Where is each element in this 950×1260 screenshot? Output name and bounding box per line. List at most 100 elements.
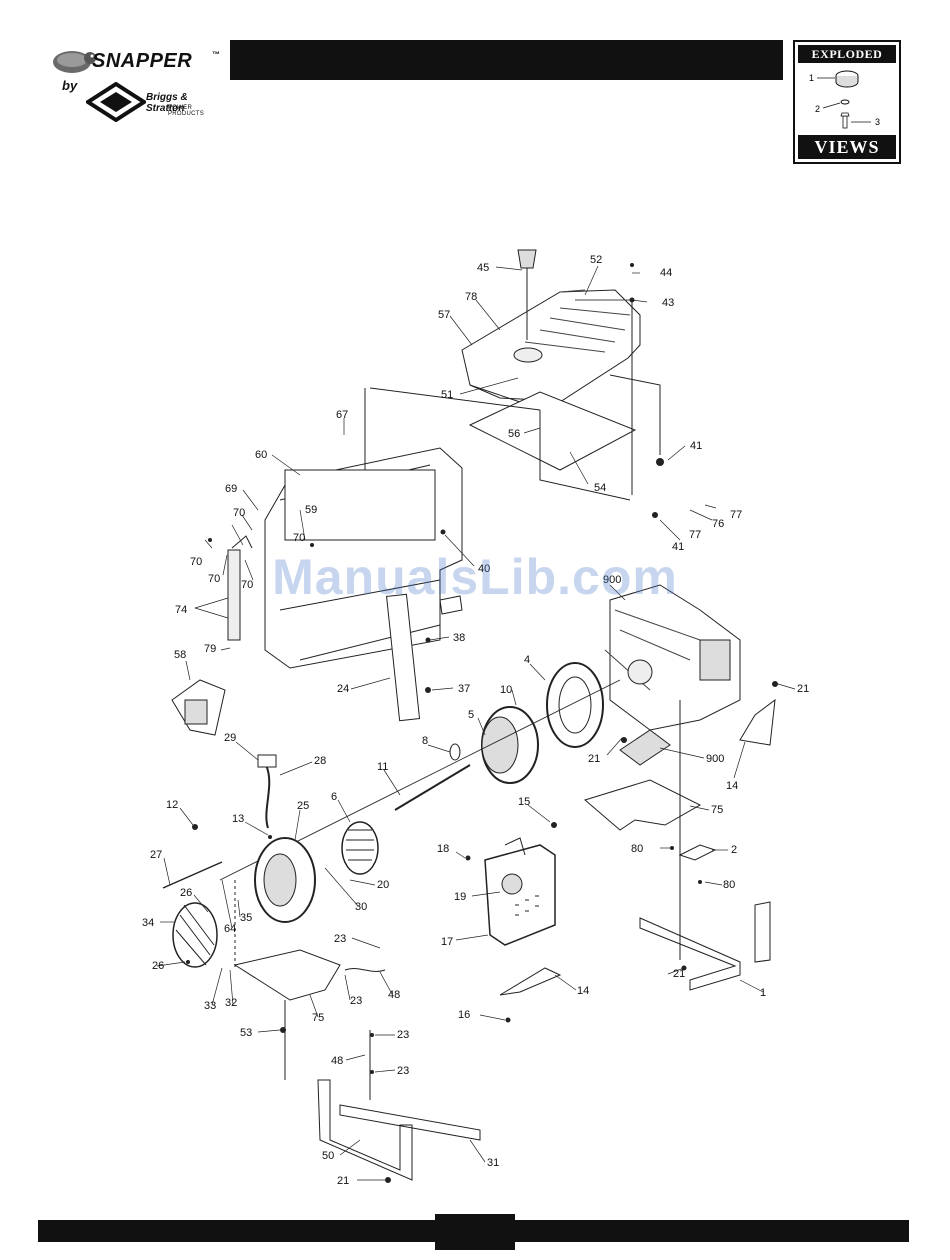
snapper-turtle-icon	[53, 51, 96, 73]
badge-bottom-label: VIEWS	[798, 135, 896, 159]
callout-64: 64	[224, 923, 236, 935]
header-bar	[230, 40, 783, 80]
callout-23-middle: 23	[350, 995, 362, 1007]
support-bracket	[386, 593, 421, 722]
callout-12: 12	[166, 799, 178, 811]
callout-40: 40	[478, 563, 490, 575]
badge-callout-3: 3	[875, 117, 880, 127]
callout-2: 2	[731, 844, 737, 856]
callout-56: 56	[508, 428, 520, 440]
callout-27: 27	[150, 849, 162, 861]
callout-58: 58	[174, 649, 186, 661]
callout-70-c: 70	[190, 556, 202, 568]
callout-26-lower: 26	[152, 960, 164, 972]
brand-trademark: ™	[212, 50, 220, 59]
callout-10: 10	[500, 684, 512, 696]
callout-70-a: 70	[233, 507, 245, 519]
callout-29: 29	[224, 732, 236, 744]
callout-45: 45	[477, 262, 489, 274]
callout-53: 53	[240, 1027, 252, 1039]
callout-14-lower: 14	[577, 985, 589, 997]
manualslib-watermark: ManualsLib.com	[272, 549, 678, 605]
callout-76: 76	[712, 518, 724, 530]
badge-exploded-part-icon: 1 2 3	[809, 70, 880, 129]
callout-67: 67	[336, 409, 348, 421]
badge-callout-1: 1	[809, 73, 814, 83]
callout-30: 30	[355, 901, 367, 913]
callout-11: 11	[377, 761, 388, 773]
callout-77-lower: 77	[689, 529, 701, 541]
callout-80-lower: 80	[723, 879, 735, 891]
callout-15: 15	[518, 796, 530, 808]
callout-1: 1	[760, 987, 766, 999]
badge-callout-2: 2	[815, 104, 820, 114]
callout-16: 16	[458, 1009, 470, 1021]
briggs-stratton-logo-icon	[86, 82, 146, 122]
callout-4: 4	[524, 654, 530, 666]
callout-33: 33	[204, 1000, 216, 1012]
callout-38: 38	[453, 632, 465, 644]
callout-77-right: 77	[730, 509, 742, 521]
callout-57: 57	[438, 309, 450, 321]
partner-name: Briggs & Stratton	[146, 92, 188, 114]
engine-block-shape	[609, 584, 741, 731]
callout-48-lower: 48	[331, 1055, 343, 1067]
callout-74: 74	[175, 604, 187, 616]
muffler-shape	[484, 844, 556, 946]
callout-43: 43	[662, 297, 674, 309]
callout-23-upper: 23	[334, 933, 346, 945]
callout-28: 28	[314, 755, 326, 767]
callout-37: 37	[458, 683, 470, 695]
callout-80-upper: 80	[631, 843, 643, 855]
brand-name: SNAPPER	[92, 50, 193, 72]
callout-21-bottom: 21	[337, 1175, 349, 1187]
callout-78: 78	[465, 291, 477, 303]
fuel-cap-ring	[513, 347, 543, 363]
callout-50: 50	[322, 1150, 334, 1162]
partner-sub: POWER PRODUCTS	[168, 105, 205, 117]
callout-20: 20	[377, 879, 389, 891]
panel-bracket	[284, 469, 436, 541]
engine-plate	[583, 779, 702, 831]
callout-23-lower-b: 23	[397, 1065, 409, 1077]
brand-by: by	[62, 78, 78, 93]
callout-14-upper: 14	[726, 780, 738, 792]
callout-41-upper: 41	[690, 440, 702, 452]
snapper-logo: SNAPPER ™ by Briggs & Stratton POWER PRO…	[50, 44, 225, 124]
through-bolt	[394, 764, 471, 811]
callout-48-upper: 48	[388, 989, 400, 1001]
callout-79: 79	[204, 643, 216, 655]
callout-23-lower-a: 23	[397, 1029, 409, 1041]
callout-5: 5	[468, 709, 474, 721]
badge-top-label: EXPLODED	[798, 45, 896, 63]
footer-page-tab	[435, 1214, 515, 1250]
callout-60: 60	[255, 449, 267, 461]
callout-25: 25	[297, 800, 309, 812]
callout-24: 24	[337, 683, 349, 695]
leg-frame-right	[639, 901, 771, 991]
callout-21-leg: 21	[673, 968, 685, 980]
callout-900-bracket: 900	[706, 753, 724, 765]
callout-69: 69	[225, 483, 237, 495]
frame-outline	[264, 447, 463, 669]
callout-51: 51	[441, 389, 453, 401]
callout-17: 17	[441, 936, 453, 948]
callout-41-lower: 41	[672, 541, 684, 553]
callout-70-b: 70	[293, 532, 305, 544]
callout-6: 6	[331, 791, 337, 803]
exploded-views-badge: EXPLODED 1 2 3 VIEWS	[793, 40, 901, 164]
callout-70-d: 70	[208, 573, 220, 585]
callout-34: 34	[142, 917, 154, 929]
callout-18: 18	[437, 843, 449, 855]
callout-31: 31	[487, 1157, 499, 1169]
callout-54: 54	[594, 482, 606, 494]
callout-75-lower: 75	[312, 1012, 324, 1024]
callout-70-e: 70	[241, 579, 253, 591]
callout-44: 44	[660, 267, 672, 279]
lower-plate	[233, 949, 341, 1001]
tank-base-plate	[468, 391, 637, 471]
callout-35: 35	[240, 912, 252, 924]
callout-32: 32	[225, 997, 237, 1009]
leg-frame-left	[317, 1079, 481, 1181]
